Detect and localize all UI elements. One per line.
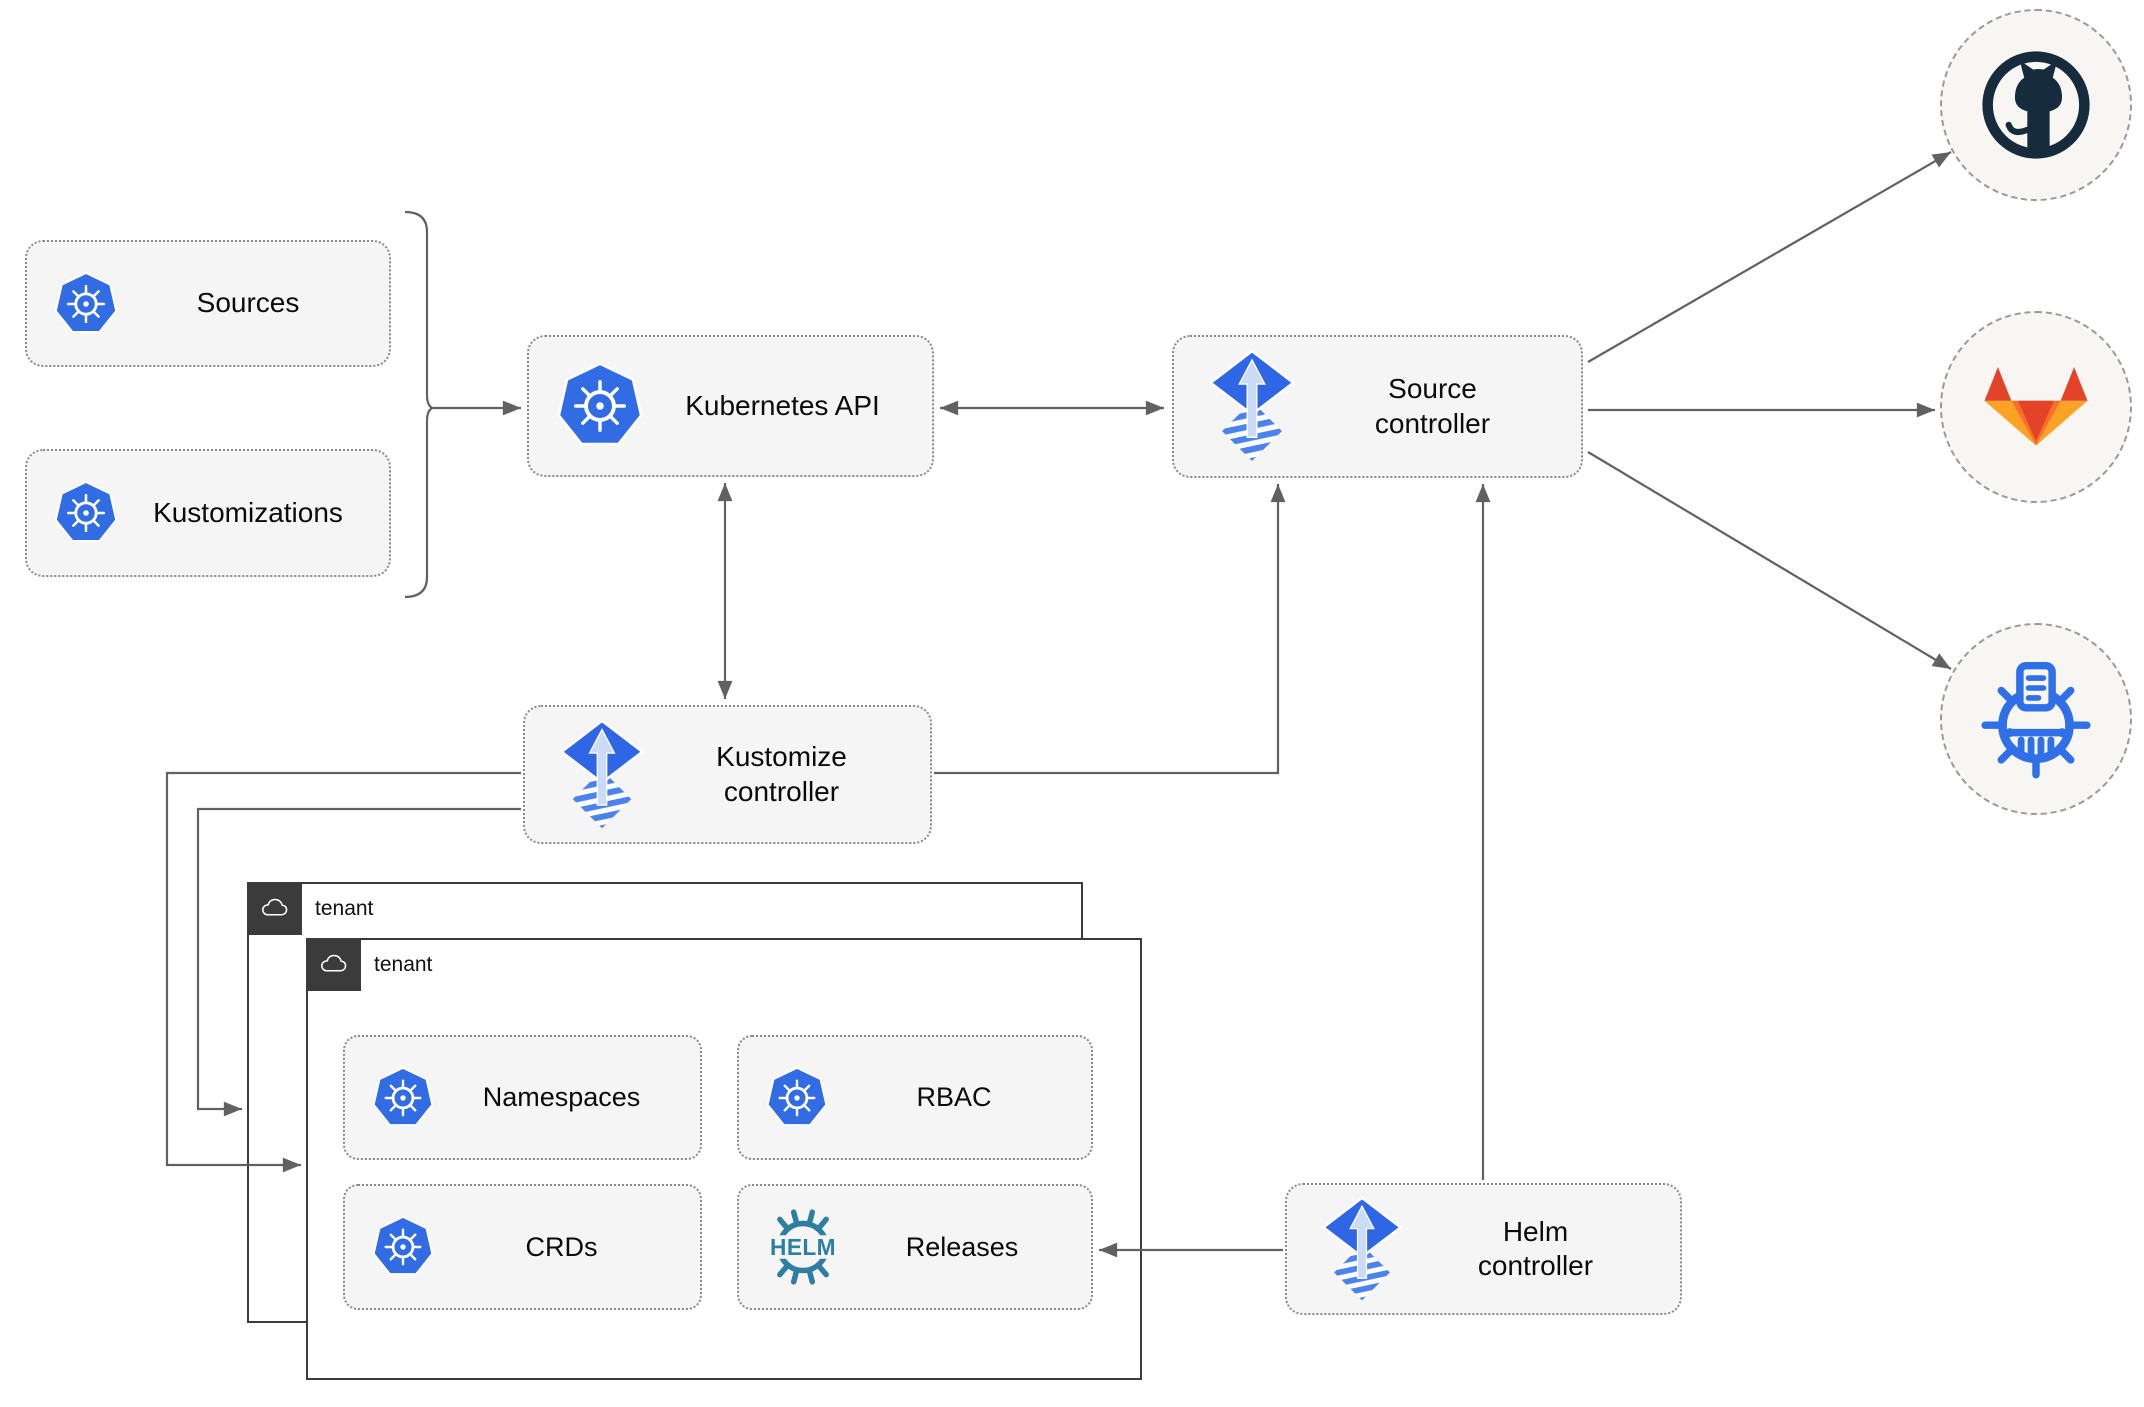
- endpoint-storage: [1940, 623, 2132, 815]
- node-namespaces: Namespaces: [343, 1035, 702, 1160]
- node-sources: Sources: [25, 240, 391, 367]
- kubernetes-logo-icon: [371, 1066, 435, 1130]
- helm-wheel-logo-icon: HELM: [761, 1205, 845, 1289]
- node-label: Helm controller: [1477, 1215, 1594, 1281]
- node-label: Sources: [196, 287, 300, 319]
- helm-logo-text: HELM: [770, 1234, 836, 1260]
- node-source-controller: Source controller: [1172, 335, 1583, 478]
- tenant-label: tenant: [315, 897, 374, 920]
- node-label: Kustomizations: [153, 496, 343, 528]
- flux-logo-icon: [1321, 1197, 1403, 1302]
- node-label: Kustomize controller: [716, 741, 847, 807]
- flux-logo-icon: [559, 720, 645, 830]
- kubernetes-logo-icon: [765, 1066, 829, 1130]
- gitlab-logo-icon: [1980, 367, 2092, 448]
- endpoint-gitlab: [1940, 311, 2132, 503]
- node-releases: HELM Releases: [737, 1184, 1093, 1310]
- flux-logo-icon: [1208, 350, 1296, 463]
- node-helm-controller: Helm controller: [1285, 1183, 1682, 1315]
- edge-bracket-brace: [404, 210, 435, 599]
- node-label: Kubernetes API: [685, 389, 880, 421]
- storage-crawler-logo-icon: [1974, 657, 2098, 781]
- node-crds: CRDs: [343, 1184, 702, 1310]
- cloud-icon: [257, 892, 293, 926]
- tenant-header: [247, 882, 302, 935]
- github-logo-icon: [1974, 43, 2098, 167]
- node-kustomizations: Kustomizations: [25, 449, 391, 577]
- node-label: Source controller: [1374, 373, 1491, 439]
- edge-source-to-github: [1587, 151, 1952, 363]
- node-kustomize-controller: Kustomize controller: [523, 705, 932, 844]
- edge-kustomize-to-source: [934, 483, 1286, 775]
- node-rbac: RBAC: [737, 1035, 1093, 1160]
- kubernetes-logo-icon: [53, 480, 119, 546]
- cloud-icon: [316, 948, 352, 982]
- edge-source-to-storage: [1587, 451, 1952, 670]
- node-kubernetes-api: Kubernetes API: [527, 335, 934, 477]
- kubernetes-logo-icon: [53, 271, 119, 337]
- kubernetes-logo-icon: [555, 361, 645, 451]
- node-label: RBAC: [916, 1082, 992, 1113]
- node-label: Namespaces: [482, 1082, 641, 1113]
- kubernetes-logo-icon: [371, 1215, 435, 1279]
- endpoint-github: [1940, 9, 2132, 201]
- tenant-header: [306, 938, 361, 991]
- tenant-label: tenant: [374, 953, 433, 976]
- node-label: Releases: [905, 1231, 1019, 1262]
- node-label: CRDs: [525, 1231, 598, 1262]
